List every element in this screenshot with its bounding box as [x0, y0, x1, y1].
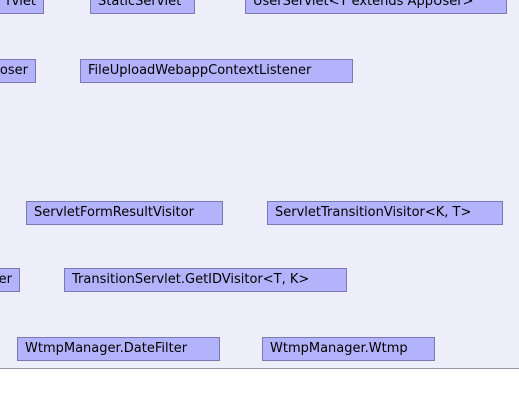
- class-diagram-canvas: rvlet StaticServlet UserServlet<T extend…: [0, 0, 519, 369]
- class-box-servlet-form-result-visitor[interactable]: ServletFormResultVisitor: [26, 201, 223, 225]
- class-box-user-servlet[interactable]: UserServlet<T extends AppUser>: [245, 0, 507, 14]
- class-box-file-upload-webapp-context-listener[interactable]: FileUploadWebappContextListener: [80, 59, 353, 83]
- class-box-static-servlet[interactable]: StaticServlet: [90, 0, 195, 14]
- class-box-wtmp-manager-wtmp[interactable]: WtmpManager.Wtmp: [262, 337, 435, 361]
- class-box-rvlet-partial[interactable]: rvlet: [0, 0, 44, 14]
- class-box-er-partial[interactable]: er: [0, 268, 20, 292]
- class-box-transition-servlet-getid-visitor[interactable]: TransitionServlet.GetIDVisitor<T, K>: [64, 268, 347, 292]
- class-box-wtmp-manager-date-filter[interactable]: WtmpManager.DateFilter: [17, 337, 220, 361]
- class-box-oser-partial[interactable]: oser: [0, 59, 36, 83]
- class-box-servlet-transition-visitor[interactable]: ServletTransitionVisitor<K, T>: [267, 201, 503, 225]
- empty-panel-area: [0, 369, 519, 406]
